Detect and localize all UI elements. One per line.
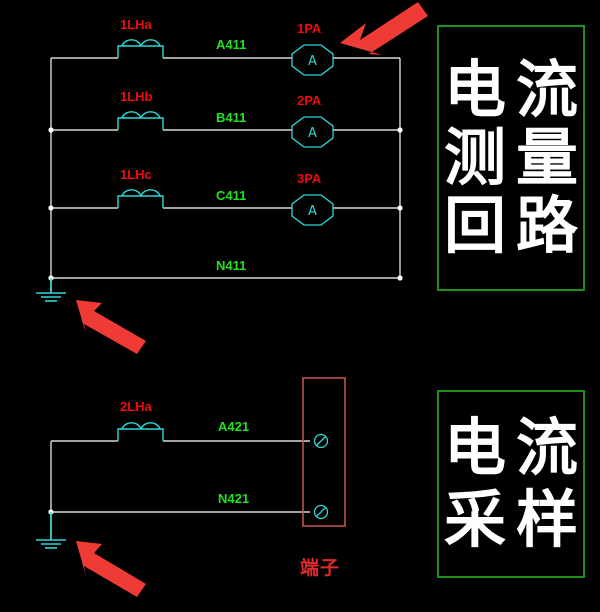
ct-coil-1lhb <box>117 111 164 130</box>
top-circuit-group: A A <box>36 39 403 302</box>
wire-label-n421: N421 <box>218 491 250 506</box>
ammeter-2pa-symbol <box>291 116 334 148</box>
arrow-top-ground <box>76 300 146 354</box>
coil-label-2lha: 2LHa <box>120 399 152 414</box>
annotation-char: 测 <box>443 121 506 194</box>
wire-label-a421: A421 <box>218 419 250 434</box>
earth-ground-bottom <box>36 512 66 549</box>
annotation-box-current-measurement: 电 流 测 量 回 路 <box>437 25 585 291</box>
annotation-arrows-group <box>76 2 428 597</box>
ammeter-3pa-symbol <box>291 194 334 226</box>
wire-label-n411: N411 <box>216 258 247 273</box>
terminal-block-label: 端子 <box>300 557 341 579</box>
terminal-screw-n421 <box>313 504 329 520</box>
ammeter-1pa-symbol <box>291 44 334 76</box>
arrow-bottom-ground <box>76 541 146 597</box>
ammeter-2pa-glyph: A <box>308 126 317 141</box>
terminal-screw-a421 <box>313 433 329 449</box>
annotation-box-top-grid: 电 流 测 量 回 路 <box>439 27 583 289</box>
junction-dot-phase-b-right <box>397 127 403 133</box>
junction-dot-phase-b-left <box>48 127 54 133</box>
wire-label-a411: A411 <box>216 37 247 52</box>
annotation-box-current-sampling: 电 流 采 样 <box>437 390 585 578</box>
annotation-char: 电 <box>443 53 506 126</box>
ammeter-3pa-glyph: A <box>308 204 317 219</box>
wire-label-b411: B411 <box>216 110 247 125</box>
annotation-char: 采 <box>443 483 506 556</box>
earth-ground-top <box>36 278 66 302</box>
terminal-block-outline <box>302 377 346 527</box>
arrow-meter-1pa <box>340 2 428 55</box>
meter-label-1pa: 1PA <box>297 21 322 36</box>
annotation-char: 路 <box>515 189 578 262</box>
ammeter-1pa-glyph: A <box>308 54 317 69</box>
annotation-char: 量 <box>515 121 578 194</box>
annotation-char: 流 <box>515 53 578 126</box>
junction-dot-phase-c-right <box>397 205 403 211</box>
coil-label-1lhc: 1LHc <box>120 167 152 182</box>
coil-label-1lhb: 1LHb <box>120 89 153 104</box>
junction-dot-neutral-right <box>397 275 403 281</box>
wire-label-c411: C411 <box>216 188 247 203</box>
meter-label-3pa: 3PA <box>297 171 322 186</box>
annotation-char: 回 <box>443 189 506 262</box>
annotation-char: 电 <box>443 411 506 484</box>
ct-coil-1lhc <box>117 189 164 208</box>
bottom-circuit-group <box>36 377 346 549</box>
meter-label-2pa: 2PA <box>297 93 322 108</box>
annotation-box-bottom-grid: 电 流 采 样 <box>439 392 583 576</box>
ct-coil-2lha <box>117 422 164 441</box>
coil-label-1lha: 1LHa <box>120 17 152 32</box>
ct-coil-1lha <box>117 39 164 58</box>
junction-dot-phase-c-left <box>48 205 54 211</box>
annotation-char: 样 <box>515 483 578 556</box>
annotation-char: 流 <box>515 411 578 484</box>
